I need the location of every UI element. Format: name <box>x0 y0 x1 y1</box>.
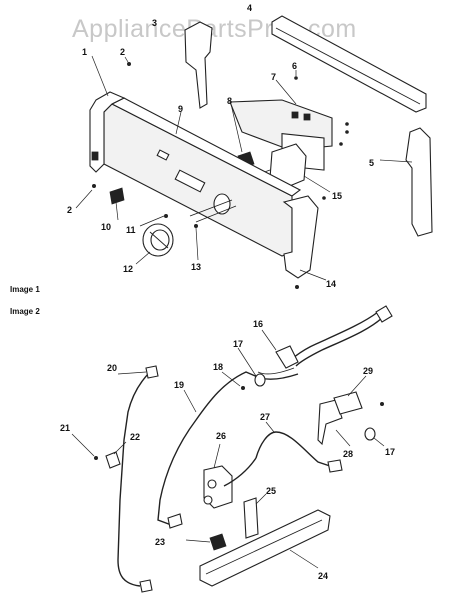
callout-25: 25 <box>266 486 276 496</box>
callout-17a: 17 <box>233 339 243 349</box>
callout-9: 9 <box>178 104 183 114</box>
part-12-knob <box>142 223 174 257</box>
screw <box>380 402 384 406</box>
part-1-left-end-cap <box>89 91 126 173</box>
callout-2b: 2 <box>67 205 72 215</box>
part-20-tube <box>117 371 151 587</box>
section-label-image1: Image 1 <box>10 285 40 294</box>
callout-8: 8 <box>227 96 232 106</box>
callout-13: 13 <box>191 262 201 272</box>
screw <box>295 285 299 289</box>
callout-21: 21 <box>60 423 70 433</box>
part-17-nut-lower <box>364 427 376 441</box>
part-21-screw <box>94 456 98 460</box>
callout-28: 28 <box>343 449 353 459</box>
callout-14: 14 <box>326 279 336 289</box>
part-29-bracket <box>333 391 363 415</box>
screw <box>294 76 298 80</box>
callout-2a: 2 <box>120 47 125 57</box>
section-label-image2: Image 2 <box>10 307 40 316</box>
part-27-tube <box>255 431 337 469</box>
panel-display-window <box>174 169 206 193</box>
callout-6: 6 <box>292 61 297 71</box>
callout-4: 4 <box>247 3 252 13</box>
part-16-bracket <box>275 345 299 369</box>
part-16-connector <box>375 305 393 323</box>
callout-20: 20 <box>107 363 117 373</box>
callout-11: 11 <box>126 225 136 235</box>
callout-12: 12 <box>123 264 133 274</box>
callout-19: 19 <box>174 380 184 390</box>
part-19-tube <box>157 371 299 527</box>
callout-27: 27 <box>260 412 270 422</box>
callout-1: 1 <box>82 47 87 57</box>
callout-24: 24 <box>318 571 328 581</box>
screw <box>194 224 198 228</box>
part-4-rail <box>271 15 427 113</box>
callout-3: 3 <box>152 18 157 28</box>
callout-15: 15 <box>332 191 342 201</box>
screw <box>345 130 349 134</box>
part-22-clip <box>105 451 121 469</box>
callout-22: 22 <box>130 432 140 442</box>
callout-16: 16 <box>253 319 263 329</box>
callout-23: 23 <box>155 537 165 547</box>
screw <box>322 196 326 200</box>
part-10-switch <box>109 187 125 205</box>
screw <box>164 214 168 218</box>
callout-18: 18 <box>213 362 223 372</box>
part-25-bracket <box>243 497 259 539</box>
callout-7: 7 <box>271 72 276 82</box>
callout-5: 5 <box>369 158 374 168</box>
part-23-fitting <box>209 533 227 551</box>
part-5-side-bracket <box>405 127 433 237</box>
part-16-harness <box>295 315 385 367</box>
part-14-right-end-cap <box>282 195 319 279</box>
image2-wiring-assembly <box>71 305 393 593</box>
screw <box>127 62 131 66</box>
part-24-bracket <box>199 509 331 587</box>
screw <box>339 142 343 146</box>
callout-26: 26 <box>216 431 226 441</box>
part-17-nut-upper <box>254 373 266 387</box>
screw <box>345 122 349 126</box>
part-26-valve <box>203 457 257 509</box>
image1-control-panel-assembly <box>75 15 433 289</box>
part-18-pin <box>241 386 245 390</box>
callout-17b: 17 <box>385 447 395 457</box>
callout-29: 29 <box>363 366 373 376</box>
part-3-bracket <box>184 21 213 109</box>
screw <box>92 184 96 188</box>
callout-10: 10 <box>101 222 111 232</box>
